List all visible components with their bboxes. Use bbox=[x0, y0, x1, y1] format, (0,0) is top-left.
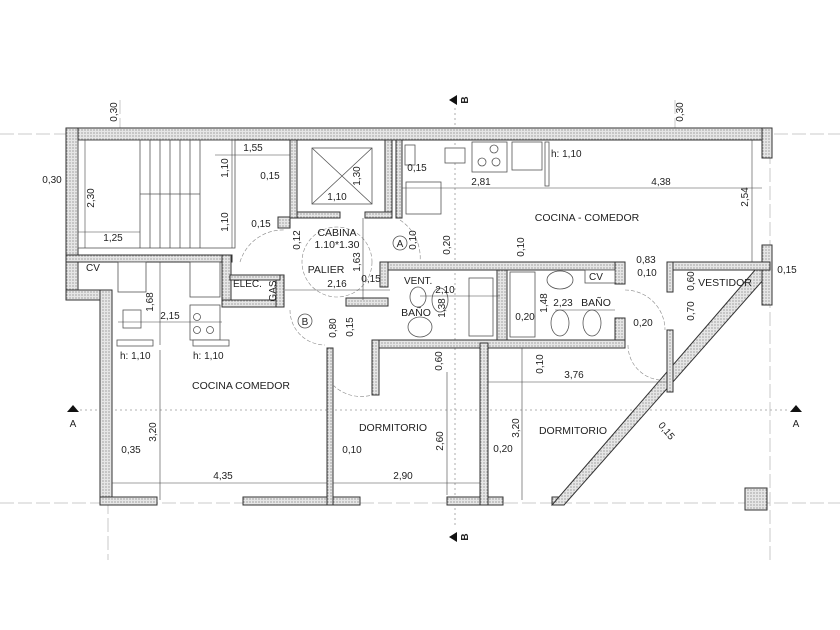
dimension-lines bbox=[78, 140, 762, 500]
dimension-label: 0,15 bbox=[260, 171, 280, 182]
dimension-label: 0,35 bbox=[121, 445, 141, 456]
dimension-label: 0,10 bbox=[408, 230, 419, 250]
room-labels: CABINA 1.10*1.30 PALIER ELEC. GAS COCINA… bbox=[86, 149, 752, 437]
vestidor-label: VESTIDOR bbox=[698, 277, 752, 289]
dimension-label: 0,15 bbox=[345, 317, 356, 337]
cv-1-label: CV bbox=[86, 263, 100, 274]
dimension-label: 0,20 bbox=[515, 312, 535, 323]
dimension-label: 2,15 bbox=[160, 311, 180, 322]
staircase bbox=[77, 139, 236, 249]
cabina-label: CABINA bbox=[317, 227, 356, 239]
dimension-label: 0,60 bbox=[686, 271, 697, 291]
dimension-label: 1,10 bbox=[220, 212, 231, 232]
dimension-label: 4,35 bbox=[213, 471, 233, 482]
dimension-label: 0,10 bbox=[516, 237, 527, 257]
cabina-size-label: 1.10*1.30 bbox=[315, 239, 360, 251]
counter-height-label: h: 1,10 bbox=[551, 149, 582, 160]
cocina-comedor-label: COCINA - COMEDOR bbox=[535, 212, 640, 224]
bano-1-label: BAÑO bbox=[401, 306, 431, 319]
dimension-label: 0,70 bbox=[686, 301, 697, 321]
counter-height-label: h: 1,10 bbox=[120, 351, 151, 362]
dimension-label: 2,30 bbox=[86, 188, 97, 208]
dimension-label: 0,10 bbox=[637, 268, 657, 279]
dimension-label: 1,25 bbox=[103, 233, 123, 244]
dimension-label: 0,60 bbox=[434, 351, 445, 371]
elec-label: ELEC. bbox=[233, 279, 262, 290]
elevator-shaft bbox=[311, 147, 373, 205]
dimension-label: 0,30 bbox=[675, 102, 686, 122]
section-a-left-arrow bbox=[67, 405, 79, 412]
dimension-label: 4,38 bbox=[651, 177, 671, 188]
dimension-labels: 0,30 0,30 0,30 1,55 1,10 0,15 2,30 1,10 … bbox=[42, 102, 797, 482]
section-a-right-label: A bbox=[793, 419, 800, 430]
counter-height-label: h: 1,10 bbox=[193, 351, 224, 362]
dimension-label: 1,10 bbox=[220, 158, 231, 178]
dimension-label: 1,63 bbox=[352, 252, 363, 272]
dimension-label: 1,48 bbox=[539, 293, 550, 313]
section-b-top-arrow bbox=[449, 95, 457, 105]
dimension-label: 0,15 bbox=[655, 420, 676, 442]
dimension-label: 2,90 bbox=[393, 471, 413, 482]
door-b-circle bbox=[297, 313, 313, 329]
dimension-label: 0,20 bbox=[442, 235, 453, 255]
dimension-label: 0,80 bbox=[328, 318, 339, 338]
dimension-label: 0,83 bbox=[636, 255, 656, 266]
door-a-label: A bbox=[397, 239, 404, 250]
dormitorio-2-label: DORMITORIO bbox=[539, 425, 607, 437]
dimension-label: 1,30 bbox=[352, 166, 363, 186]
dimension-label: 0,10 bbox=[535, 354, 546, 374]
dimension-label: 0,10 bbox=[342, 445, 362, 456]
dimension-label: 3,20 bbox=[148, 422, 159, 442]
door-swings bbox=[239, 219, 666, 397]
section-b-top-label: B bbox=[460, 96, 471, 103]
cv-2-label: CV bbox=[589, 272, 603, 283]
dimension-label: 0,30 bbox=[109, 102, 120, 122]
dimension-label: 2,54 bbox=[740, 187, 751, 207]
fixtures bbox=[116, 141, 616, 347]
section-a-left-label: A bbox=[70, 419, 77, 430]
dimension-label: 1,68 bbox=[145, 292, 156, 312]
vent-label: VENT. bbox=[404, 276, 432, 287]
section-b-bottom-label: B bbox=[460, 533, 471, 540]
dimension-label: 2,23 bbox=[553, 298, 573, 309]
dormitorio-1-label: DORMITORIO bbox=[359, 422, 427, 434]
dimension-label: 0,15 bbox=[251, 219, 271, 230]
dimension-label: 3,76 bbox=[564, 370, 584, 381]
palier-label: PALIER bbox=[308, 264, 345, 276]
dimension-label: 0,30 bbox=[42, 175, 62, 186]
bano-2-label: BAÑO bbox=[581, 296, 611, 309]
dimension-label: 2,60 bbox=[435, 431, 446, 451]
dimension-label: 0,15 bbox=[361, 274, 381, 285]
dimension-label: 1,55 bbox=[243, 143, 263, 154]
dimension-label: 0,15 bbox=[407, 163, 427, 174]
section-markers: B B A A A B bbox=[67, 95, 802, 542]
section-a-right-arrow bbox=[790, 405, 802, 412]
dimension-label: 0,20 bbox=[633, 318, 653, 329]
dimension-label: 2,16 bbox=[327, 279, 347, 290]
dimension-label: 1,10 bbox=[327, 192, 347, 203]
section-b-bottom-arrow bbox=[449, 532, 457, 542]
door-a-circle bbox=[392, 235, 408, 251]
dimension-label: 0,15 bbox=[777, 265, 797, 276]
dimension-label: 0,20 bbox=[493, 444, 513, 455]
dimension-label: 2,81 bbox=[471, 177, 491, 188]
gas-label: GAS bbox=[268, 280, 279, 301]
dimension-label: 1,38 bbox=[437, 298, 448, 318]
dimension-label: 2,10 bbox=[435, 285, 455, 296]
door-b-label: B bbox=[302, 317, 309, 328]
cocina-comedor-left-label: COCINA COMEDOR bbox=[192, 380, 290, 392]
dimension-label: 0,12 bbox=[292, 230, 303, 250]
dimension-label: 3,20 bbox=[511, 418, 522, 438]
